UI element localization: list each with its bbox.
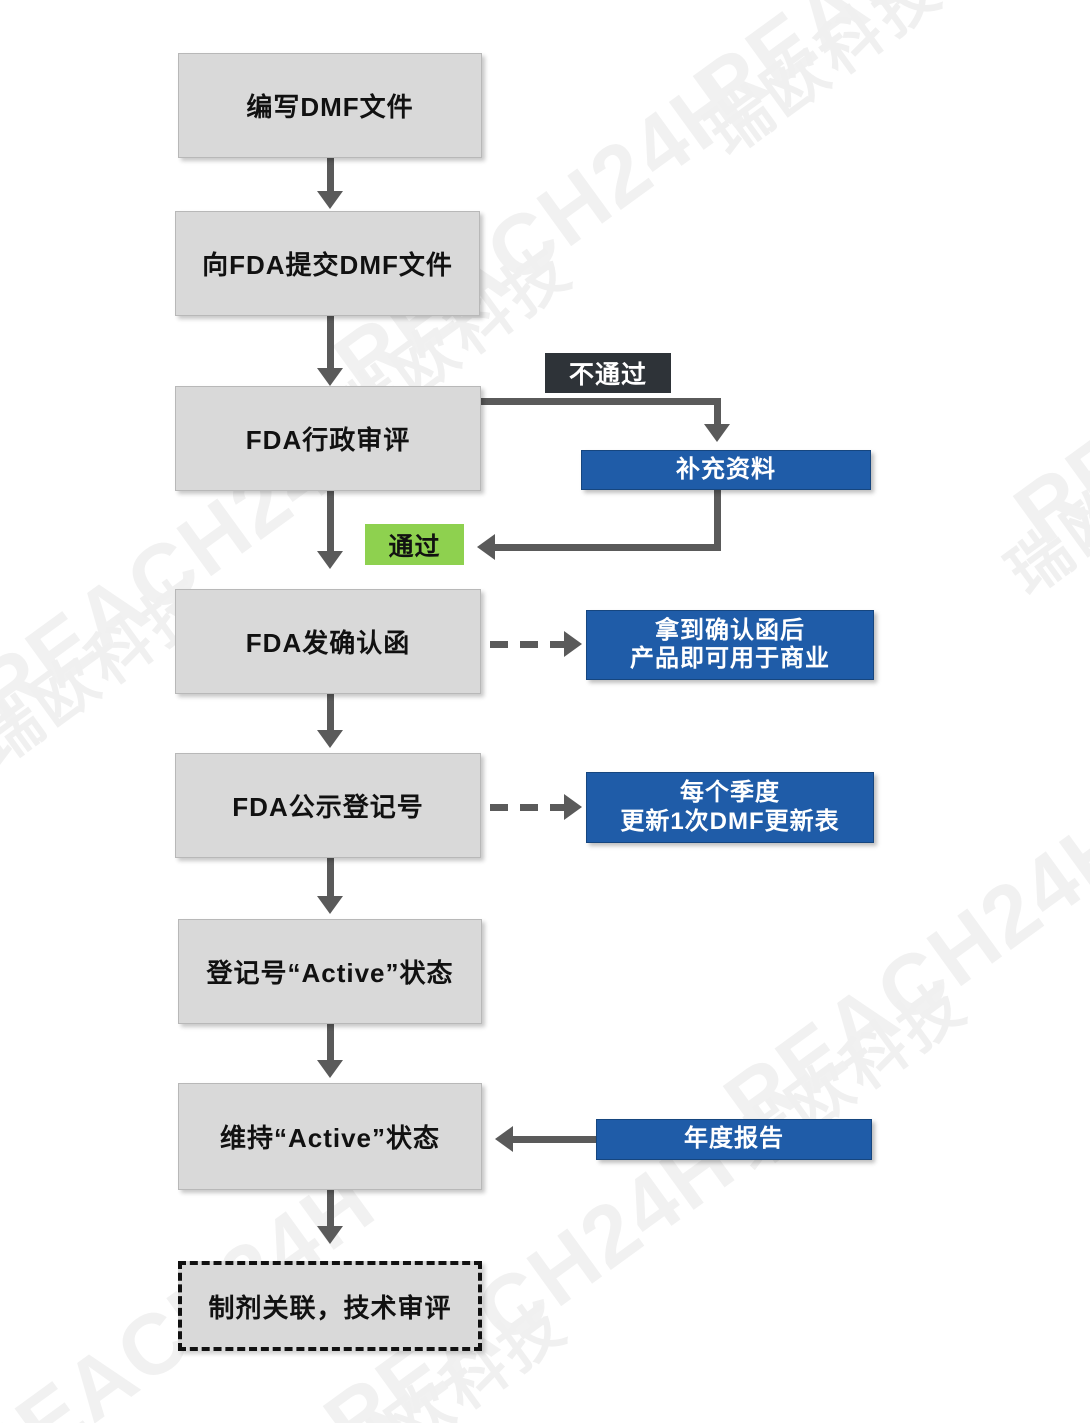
callout-confirm-letter-note[interactable]: 拿到确认函后 产品即可用于商业 (586, 610, 874, 680)
node-maintain-active-label: 维持“Active”状态 (219, 1123, 441, 1153)
connector-write-to-submit-line (327, 158, 334, 193)
connector-annual-report-arrow (495, 1126, 513, 1152)
connector-write-to-submit-arrow (317, 191, 343, 209)
callout-quarterly-note[interactable]: 每个季度 更新1次DMF更新表 (586, 772, 874, 843)
callout-annual-report[interactable]: 年度报告 (596, 1119, 872, 1160)
connector-fail-horizontal (481, 398, 721, 405)
connector-fail-vertical (714, 398, 721, 426)
callout-supplement-data-label: 补充资料 (676, 455, 776, 483)
connector-active-to-maintain-line (327, 1024, 334, 1062)
label-pass: 通过 (365, 524, 464, 565)
connector-confirm-to-publish-arrow (317, 730, 343, 748)
watermark-text-en: REACH24H (707, 793, 1090, 1153)
node-number-active-label: 登记号“Active”状态 (206, 958, 454, 988)
node-maintain-active[interactable]: 维持“Active”状态 (178, 1083, 482, 1190)
connector-confirm-note-dashed (490, 641, 564, 648)
callout-quarterly-note-line1: 每个季度 (680, 779, 780, 807)
connector-supplement-return-arrow (477, 534, 495, 560)
node-formulation-review-label: 制剂关联，技术审评 (208, 1292, 452, 1323)
node-formulation-review[interactable]: 制剂关联，技术审评 (178, 1261, 482, 1351)
connector-publish-to-active-line (327, 858, 334, 898)
watermark-text-en: REACH24H (997, 203, 1090, 563)
node-fda-admin-review[interactable]: FDA行政审评 (175, 386, 481, 491)
connector-fail-arrow (704, 424, 730, 442)
connector-confirm-to-publish-line (327, 694, 334, 732)
node-number-active[interactable]: 登记号“Active”状态 (178, 919, 482, 1024)
label-fail-text: 不通过 (568, 361, 647, 389)
node-fda-admin-review-label: FDA行政审评 (245, 425, 411, 455)
connector-submit-to-review-arrow (317, 368, 343, 386)
node-fda-publish-number-label: FDA公示登记号 (232, 792, 424, 822)
connector-pass-line (327, 491, 334, 553)
connector-pass-arrow (317, 551, 343, 569)
node-fda-publish-number[interactable]: FDA公示登记号 (175, 753, 481, 858)
watermark-text-en: REACH24H (678, 0, 1090, 143)
connector-quarterly-note-dashed (490, 804, 564, 811)
watermark-text-cn: 瑞欧科技 (695, 0, 957, 169)
callout-annual-report-label: 年度报告 (684, 1125, 784, 1153)
node-fda-confirm-letter[interactable]: FDA发确认函 (175, 589, 481, 694)
connector-annual-report-line (513, 1136, 598, 1143)
connector-supplement-return-vertical (714, 489, 721, 551)
node-write-dmf[interactable]: 编写DMF文件 (178, 53, 482, 158)
callout-confirm-letter-note-lines: 拿到确认函后 产品即可用于商业 (630, 617, 830, 674)
callout-quarterly-note-lines: 每个季度 更新1次DMF更新表 (620, 779, 839, 836)
callout-quarterly-note-line2: 更新1次DMF更新表 (620, 807, 840, 835)
connector-quarterly-note-arrow (564, 794, 582, 820)
connector-supplement-return-horizontal (495, 544, 721, 551)
label-pass-text: 通过 (388, 532, 441, 561)
connector-submit-to-review-line (327, 316, 334, 350)
callout-confirm-letter-note-line1: 拿到确认函后 (655, 616, 805, 644)
connector-submit-to-review-line2 (327, 348, 334, 370)
connector-confirm-note-arrow (564, 631, 582, 657)
node-submit-dmf[interactable]: 向FDA提交DMF文件 (175, 211, 480, 316)
connector-active-to-maintain-arrow (317, 1060, 343, 1078)
watermark-text-cn: 瑞欧科技 (995, 392, 1090, 609)
connector-publish-to-active-arrow (317, 896, 343, 914)
connector-maintain-to-formulation-line (327, 1190, 334, 1228)
callout-confirm-letter-note-line2: 产品即可用于商业 (630, 645, 830, 672)
node-fda-confirm-letter-label: FDA发确认函 (245, 628, 411, 658)
node-submit-dmf-label: 向FDA提交DMF文件 (202, 250, 453, 280)
node-write-dmf-label: 编写DMF文件 (246, 92, 414, 122)
connector-maintain-to-formulation-arrow (317, 1226, 343, 1244)
label-fail: 不通过 (545, 353, 671, 393)
callout-supplement-data[interactable]: 补充资料 (581, 450, 871, 490)
